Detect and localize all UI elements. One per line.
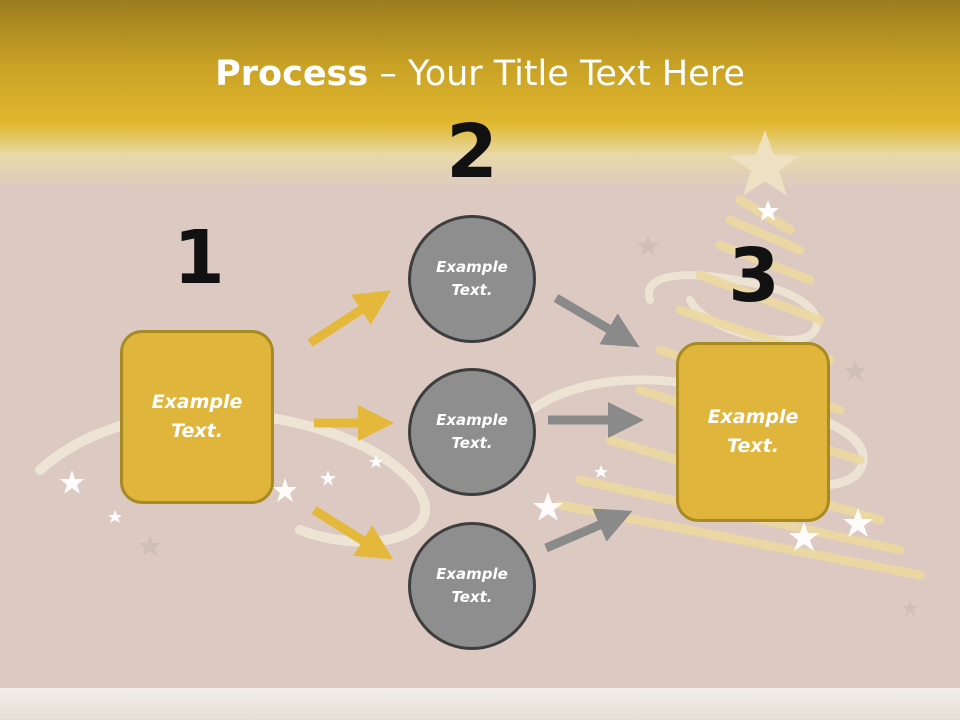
step1-box: Example Text. — [120, 330, 274, 504]
star-icon — [730, 130, 800, 196]
star-icon — [139, 235, 918, 616]
header-band — [0, 0, 960, 190]
title-rest: – Your Title Text Here — [368, 54, 745, 94]
arrow-box1-to-circle3 — [311, 506, 394, 560]
step-number-3: 3 — [728, 233, 780, 319]
step1-box-text: Example Text. — [151, 391, 243, 442]
step2-circle-bottom: Example Text. — [408, 522, 536, 650]
page-title: Process – Your Title Text Here — [0, 52, 960, 96]
arrow-circle3-to-box3 — [544, 508, 633, 553]
circle-text: Example Text. — [436, 411, 508, 452]
circle-text: Example Text. — [436, 258, 508, 299]
step3-box-text: Example Text. — [707, 406, 799, 457]
circle-text: Example Text. — [436, 565, 508, 606]
step-number-1: 1 — [173, 215, 225, 301]
step2-circle-middle: Example Text. — [408, 368, 536, 496]
step2-circle-top: Example Text. — [408, 215, 536, 343]
arrow-circle1-to-box3 — [553, 294, 640, 348]
star-icon — [60, 200, 873, 551]
step3-box: Example Text. — [676, 342, 830, 522]
footer-band — [0, 688, 960, 720]
title-bold: Process — [215, 54, 369, 94]
arrow-box1-to-circle1 — [307, 290, 392, 347]
step-number-2: 2 — [446, 109, 498, 195]
